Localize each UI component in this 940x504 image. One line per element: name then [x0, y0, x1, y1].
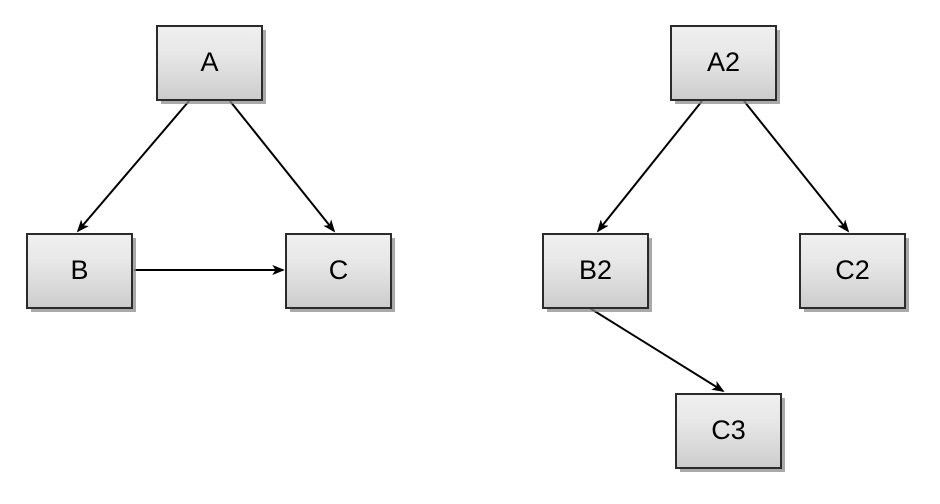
node-b[interactable]: B: [26, 233, 133, 309]
node-c[interactable]: C: [285, 233, 392, 309]
node-label-c: C: [328, 254, 349, 285]
edge-a2-to-b2[interactable]: [598, 100, 703, 231]
node-a[interactable]: A: [156, 25, 263, 101]
node-label-a: A: [200, 46, 219, 77]
edge-a-to-b[interactable]: [78, 100, 190, 231]
edge-a-to-c[interactable]: [229, 100, 334, 231]
node-b2[interactable]: B2: [542, 233, 649, 309]
edge-a2-to-c2[interactable]: [743, 100, 848, 231]
node-label-b: B: [70, 254, 89, 285]
node-label-c3: C3: [711, 414, 746, 445]
node-label-c2: C2: [835, 254, 870, 285]
node-a2[interactable]: A2: [670, 25, 777, 101]
node-label-a2: A2: [706, 46, 741, 77]
node-c3[interactable]: C3: [675, 393, 782, 469]
node-c2[interactable]: C2: [799, 233, 906, 309]
node-label-b2: B2: [578, 254, 613, 285]
edge-b2-to-c3[interactable]: [587, 306, 723, 391]
